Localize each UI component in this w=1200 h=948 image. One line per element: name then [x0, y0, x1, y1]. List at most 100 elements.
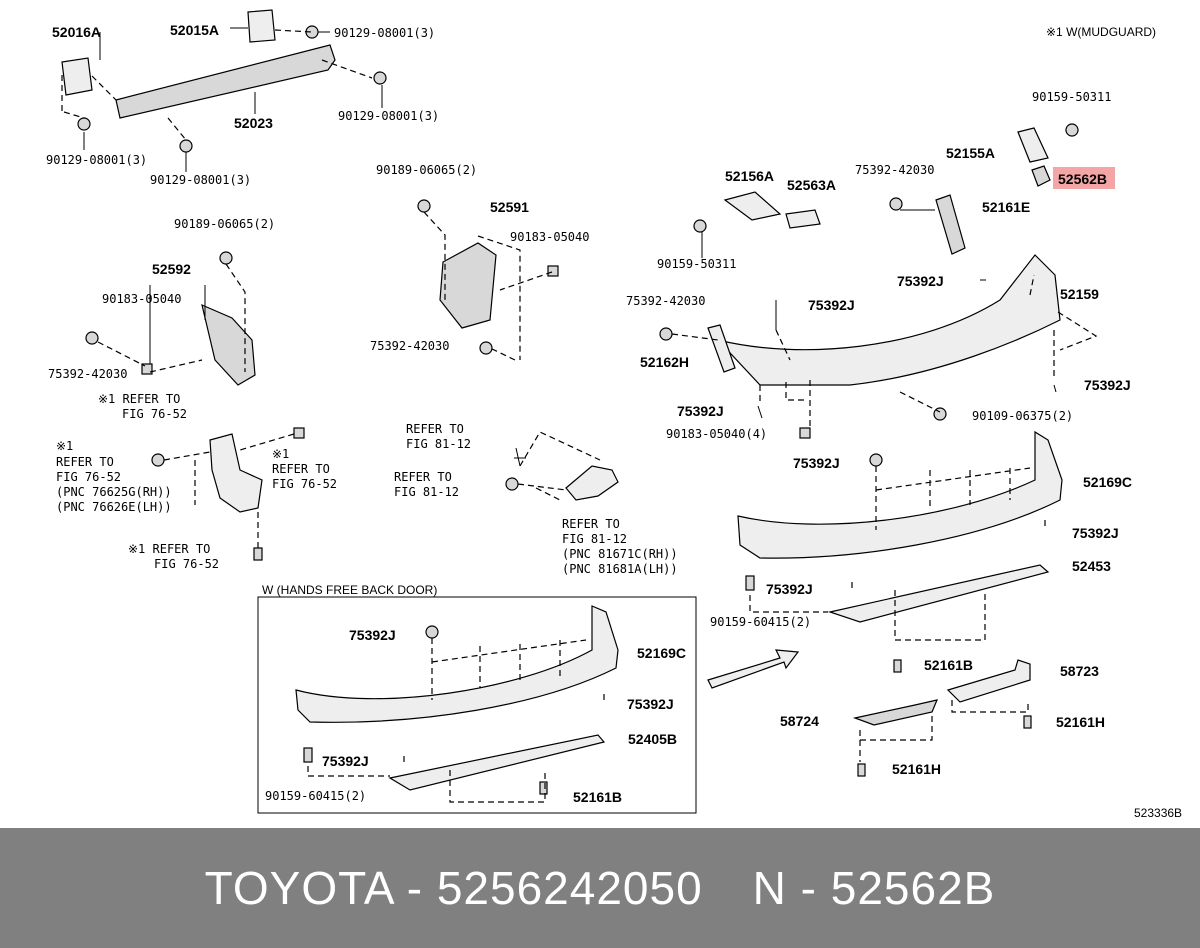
nut-icon	[293, 427, 305, 439]
part-52023-bar	[115, 44, 336, 119]
nut-icon	[547, 265, 559, 277]
label-90129-08001: 90129-08001(3)	[338, 109, 439, 123]
screw-icon	[1023, 715, 1032, 729]
label-58724: 58724	[780, 713, 819, 729]
label-75392J: 75392J	[793, 455, 840, 471]
footer-part-number: TOYOTA - 5256242050	[204, 862, 703, 914]
mudguard-part	[209, 433, 263, 513]
note-mudguard: ※1 W(MUDGUARD)	[1046, 25, 1156, 39]
part-52015A-bracket	[247, 9, 276, 43]
label-75392J: 75392J	[322, 753, 369, 769]
rear-bumper-cover	[659, 123, 1098, 439]
label-52161H: 52161H	[892, 761, 941, 777]
screw-icon	[253, 547, 263, 561]
part-52155A-bracket	[1017, 127, 1049, 163]
label-52159: 52159	[1060, 286, 1099, 302]
ref-fig-76-52: REFER TO	[272, 462, 330, 476]
ref-fig-81-12: REFER TO	[394, 470, 452, 484]
label-52156A: 52156A	[725, 168, 774, 184]
lamp-bracket	[505, 431, 619, 501]
label-52169C: 52169C	[637, 645, 686, 661]
screw-icon	[893, 659, 902, 673]
arrow-icon	[707, 649, 800, 689]
label-90159-60415: 90159-60415(2)	[710, 615, 811, 629]
label-90183-05040: 90183-05040	[102, 292, 181, 306]
ref-fig-81-12: FIG 81-12	[394, 485, 459, 499]
screw-icon	[857, 763, 866, 777]
ref-fig-76-52: FIG 76-52	[272, 477, 337, 491]
ref-fig-76-52: FIG 76-52	[56, 470, 121, 484]
label-52161B: 52161B	[573, 789, 622, 805]
label-75392J: 75392J	[1072, 525, 1119, 541]
hands-free-frame	[257, 596, 697, 814]
label-75392J: 75392J	[627, 696, 674, 712]
label-75392J: 75392J	[766, 581, 813, 597]
mudguard	[151, 427, 305, 561]
label-52015A: 52015A	[170, 22, 219, 38]
label-52023: 52023	[234, 115, 273, 131]
part-52169C-cover-variant	[295, 605, 619, 723]
ref-fig-81-12: (PNC 81681A(LH))	[562, 562, 678, 576]
side-brackets	[85, 199, 559, 386]
ref-fig-81-12: (PNC 81671C(RH))	[562, 547, 678, 561]
part-labels: 52016A 52015A 90129-08001(3) 90129-08001…	[46, 22, 1182, 820]
label-75392J: 75392J	[808, 297, 855, 313]
label-52563A: 52563A	[787, 177, 836, 193]
label-90159-50311: 90159-50311	[1032, 90, 1111, 104]
clip-icon	[1065, 123, 1079, 137]
label-52169C: 52169C	[1083, 474, 1132, 490]
bolt-icon	[77, 117, 91, 131]
label-52161E: 52161E	[982, 199, 1030, 215]
nut-icon	[799, 427, 811, 439]
clip-icon	[659, 327, 673, 341]
label-52405B: 52405B	[628, 731, 677, 747]
ref-fig-76-52: ※1 REFER TO	[128, 542, 210, 556]
part-52453-strip	[827, 564, 1050, 623]
part-52159-cover	[716, 254, 1061, 386]
ref-fig-76-52: (PNC 76626E(LH))	[56, 500, 172, 514]
clip-icon	[933, 407, 947, 421]
ref-fig-76-52: ※1 REFER TO	[98, 392, 180, 406]
part-52563A-bracket	[785, 209, 821, 229]
part-52169C-cover	[737, 430, 1063, 559]
label-90109-06375: 90109-06375(2)	[972, 409, 1073, 423]
label-75392J: 75392J	[1084, 377, 1131, 393]
label-52161H: 52161H	[1056, 714, 1105, 730]
clip-icon	[479, 341, 493, 355]
label-90189-06065: 90189-06065(2)	[174, 217, 275, 231]
label-52016A: 52016A	[52, 24, 101, 40]
label-52592: 52592	[152, 261, 191, 277]
label-75392J: 75392J	[677, 403, 724, 419]
lamp-part	[565, 465, 619, 501]
ref-fig-76-52: (PNC 76625G(RH))	[56, 485, 172, 499]
highlight-box	[1053, 167, 1115, 189]
ref-fig-81-12: REFER TO	[562, 517, 620, 531]
clip-icon	[425, 625, 439, 639]
clip-icon	[151, 453, 165, 467]
part-52592-bracket	[201, 303, 256, 386]
bolt-icon	[373, 71, 387, 85]
label-90129-08001: 90129-08001(3)	[46, 153, 147, 167]
part-52016A-bracket	[61, 57, 93, 96]
part-number-footer: TOYOTA - 5256242050 N - 52562B	[0, 828, 1200, 948]
part-52162H-strip	[707, 324, 736, 373]
lower-bumper-cover	[737, 430, 1063, 777]
label-75392-42030: 75392-42030	[855, 163, 934, 177]
clip-icon	[693, 219, 707, 233]
bolt-icon	[179, 139, 193, 153]
clip-icon	[85, 331, 99, 345]
ref-fig-76-52: ※1	[56, 439, 73, 453]
clip-icon	[505, 477, 519, 491]
hands-free-box	[257, 596, 697, 814]
ref-fig-81-12: FIG 81-12	[406, 437, 471, 451]
ref-fig-76-52: ※1	[272, 447, 289, 461]
label-58723: 58723	[1060, 663, 1099, 679]
screw-icon	[303, 747, 313, 763]
nut-icon	[141, 363, 153, 375]
label-52155A: 52155A	[946, 145, 995, 161]
part-58723-pad	[946, 659, 1031, 703]
label-90129-08001: 90129-08001(3)	[334, 26, 435, 40]
ref-fig-81-12: REFER TO	[406, 422, 464, 436]
reinforcement-assembly	[61, 9, 387, 172]
box-title: W (HANDS FREE BACK DOOR)	[262, 583, 437, 597]
